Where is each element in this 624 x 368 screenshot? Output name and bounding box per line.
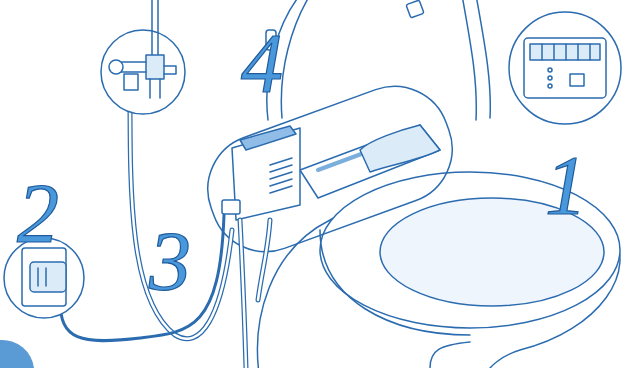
wall-outlet <box>22 248 66 306</box>
valve-stem <box>150 79 160 98</box>
water-hose <box>130 90 232 339</box>
zoom-circle <box>509 12 621 124</box>
control-knob <box>222 200 240 214</box>
lid-hinge-tab <box>406 0 424 18</box>
remote-dot <box>548 68 552 72</box>
bowl-base <box>430 342 470 368</box>
callout-number: 3 <box>149 220 191 304</box>
callout-number: 1 <box>545 144 587 228</box>
zoom-circle <box>101 30 185 114</box>
remote-dot <box>548 76 552 80</box>
callout-number: 2 <box>17 172 59 256</box>
power-adapter <box>30 262 66 292</box>
drain-hose <box>258 220 270 300</box>
hinge-bar <box>300 125 440 198</box>
adapter-ridge <box>38 268 46 286</box>
remote-panel <box>524 38 606 98</box>
hinge-cover <box>360 125 440 172</box>
page-tab <box>0 340 34 368</box>
supply-hose-inner <box>240 220 246 368</box>
valve-outlet <box>164 66 176 74</box>
seat-edge <box>320 230 470 335</box>
lid-right-edge <box>462 0 476 120</box>
lid-left-inner <box>281 0 310 118</box>
callout-number: 4 <box>241 22 283 106</box>
remote-display <box>570 74 584 86</box>
lid-right-inner <box>476 0 490 118</box>
control-vent <box>270 158 292 193</box>
water-pipe <box>152 0 158 60</box>
control-button <box>240 126 296 150</box>
remote-dot <box>548 84 552 88</box>
button-dividers <box>542 44 590 60</box>
supply-hose <box>240 220 246 368</box>
remote-buttons <box>530 44 600 60</box>
water-hose-inner <box>130 90 232 339</box>
tee-valve <box>146 55 164 79</box>
hose-nut <box>124 74 138 90</box>
zoom-outline <box>192 71 467 267</box>
drain-hose-inner <box>258 220 270 300</box>
valve-handle <box>109 60 123 74</box>
